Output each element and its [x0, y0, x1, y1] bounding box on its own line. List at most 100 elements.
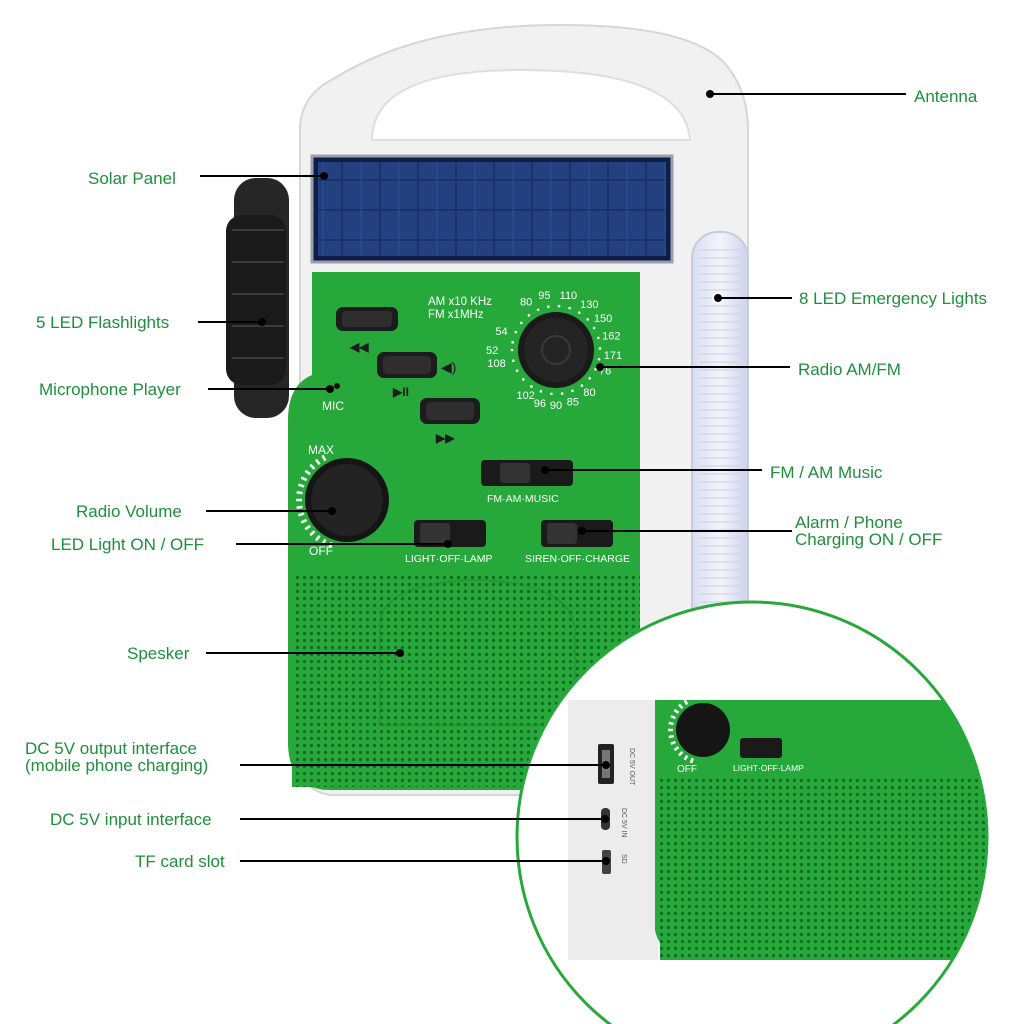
- volume-tick: [683, 754, 689, 761]
- label-dc-output-2: (mobile phone charging): [25, 756, 209, 775]
- light-switch-label: LIGHT·OFF·LAMP: [405, 553, 493, 565]
- mode-switch-label: FM·AM·MUSIC: [487, 493, 559, 505]
- inset-volume-scale: [668, 699, 694, 764]
- dial-inner-label: 108: [487, 358, 505, 370]
- radio-device: ◀◀ ▶II ◀) ▶▶ MIC AM x10 KHz FM x1MHz 548…: [226, 23, 749, 796]
- dial-tick: [510, 348, 514, 352]
- label-fm-am-music: FM / AM Music: [770, 463, 883, 482]
- volume-tick: [670, 740, 676, 746]
- next-button[interactable]: ▶▶: [420, 398, 480, 445]
- inset-off-label: OFF: [677, 764, 697, 775]
- dial-tick: [515, 369, 519, 372]
- label-emergency-lights: 8 LED Emergency Lights: [799, 289, 988, 308]
- volume-tick: [304, 469, 311, 476]
- band-fm-label: FM x1MHz: [428, 309, 484, 321]
- label-led-flashlights: 5 LED Flashlights: [36, 313, 170, 332]
- volume-tick: [673, 708, 680, 714]
- dial-outer-label: 110: [560, 290, 578, 302]
- volume-knob[interactable]: [305, 458, 389, 542]
- volume-tick: [304, 524, 311, 531]
- siren-switch[interactable]: SIREN·OFF·CHARGE: [525, 520, 630, 565]
- volume-tick: [297, 512, 305, 517]
- inset-volume-knob: [676, 703, 730, 757]
- volume-tick: [670, 714, 676, 720]
- label-solar-panel: Solar Panel: [88, 169, 176, 188]
- prev-button[interactable]: ◀◀: [336, 307, 398, 354]
- dial-tick: [530, 385, 533, 388]
- dial-outer-label: 162: [602, 331, 620, 343]
- dial-tick: [557, 304, 561, 308]
- next-button-glyph: ▶▶: [435, 431, 455, 445]
- solar-panel: [310, 154, 674, 264]
- label-speaker: Spesker: [127, 644, 190, 663]
- volume-tick: [689, 757, 694, 764]
- volume-tick: [683, 699, 689, 706]
- dial-outer-label: 95: [538, 290, 550, 302]
- volume-tick: [673, 746, 680, 752]
- dc-in-label: DC 5V IN: [620, 808, 627, 838]
- dial-tick: [568, 306, 571, 310]
- dial-outer-label: 150: [594, 313, 612, 325]
- inset-side-face: [568, 700, 658, 960]
- dial-outer-label: 130: [580, 299, 598, 311]
- volume-tick: [300, 518, 308, 524]
- volume-tick: [300, 476, 308, 482]
- mic-label: MIC: [322, 399, 344, 413]
- usb-port-label: DC 5V OUT: [628, 748, 635, 786]
- volume-tick: [678, 750, 684, 757]
- play-pause-button[interactable]: ▶II ◀): [377, 352, 456, 399]
- dial-tick: [527, 314, 531, 317]
- volume-off-label: OFF: [309, 544, 333, 558]
- play-button-glyph: ▶II: [392, 385, 409, 399]
- light-switch[interactable]: LIGHT·OFF·LAMP: [405, 520, 493, 565]
- label-led-light: LED Light ON / OFF: [51, 535, 205, 554]
- sd-label: SD: [620, 854, 627, 864]
- volume-tick: [678, 703, 684, 710]
- dial-tick: [588, 376, 592, 380]
- label-radio-am-fm: Radio AM/FM: [798, 360, 901, 379]
- callout-lines: [198, 90, 906, 865]
- inset-light-switch: [740, 738, 782, 758]
- volume-tick: [668, 721, 674, 726]
- dial-tick: [578, 311, 581, 314]
- inset-speaker-grill: [660, 775, 987, 960]
- volume-max-label: MAX: [308, 443, 334, 457]
- volume-tick: [309, 463, 316, 470]
- dial-inner-label: 90: [550, 400, 562, 412]
- dial-tick: [550, 392, 553, 396]
- volume-tick: [314, 458, 321, 466]
- mic-hole: [334, 383, 340, 389]
- dial-tick: [580, 384, 584, 387]
- tuning-dial[interactable]: [518, 312, 594, 388]
- dial-tick: [514, 330, 518, 334]
- dial-tick: [512, 359, 515, 362]
- label-alarm-phone-2: Charging ON / OFF: [795, 530, 943, 549]
- inset-max-label: MAX: [676, 692, 698, 703]
- dial-outer-label: 54: [495, 326, 507, 338]
- dial-tick: [571, 389, 574, 393]
- dial-tick: [520, 321, 523, 325]
- dial-tick: [511, 341, 514, 344]
- dial-tick: [596, 336, 600, 340]
- volume-tick: [297, 483, 305, 488]
- volume-tick: [296, 491, 303, 495]
- dial-outer-label: 171: [604, 350, 622, 362]
- dial-tick: [522, 378, 525, 381]
- dial-tick: [597, 357, 601, 361]
- volume-tick: [668, 734, 674, 739]
- volume-tick: [296, 505, 303, 509]
- dial-inner-label: 80: [583, 387, 595, 399]
- mode-switch[interactable]: FM·AM·MUSIC: [481, 460, 573, 505]
- dial-tick: [547, 305, 550, 308]
- label-radio-volume: Radio Volume: [76, 502, 182, 521]
- dial-inner-label: 52: [486, 345, 498, 357]
- speaker-volume-icon: ◀): [441, 359, 456, 375]
- dial-inner-label: 102: [516, 390, 534, 402]
- crank-knob[interactable]: [226, 178, 289, 418]
- speaker-cone: [379, 578, 576, 726]
- dial-tick: [592, 326, 596, 330]
- volume-tick: [321, 454, 327, 462]
- label-microphone-player: Microphone Player: [39, 380, 181, 399]
